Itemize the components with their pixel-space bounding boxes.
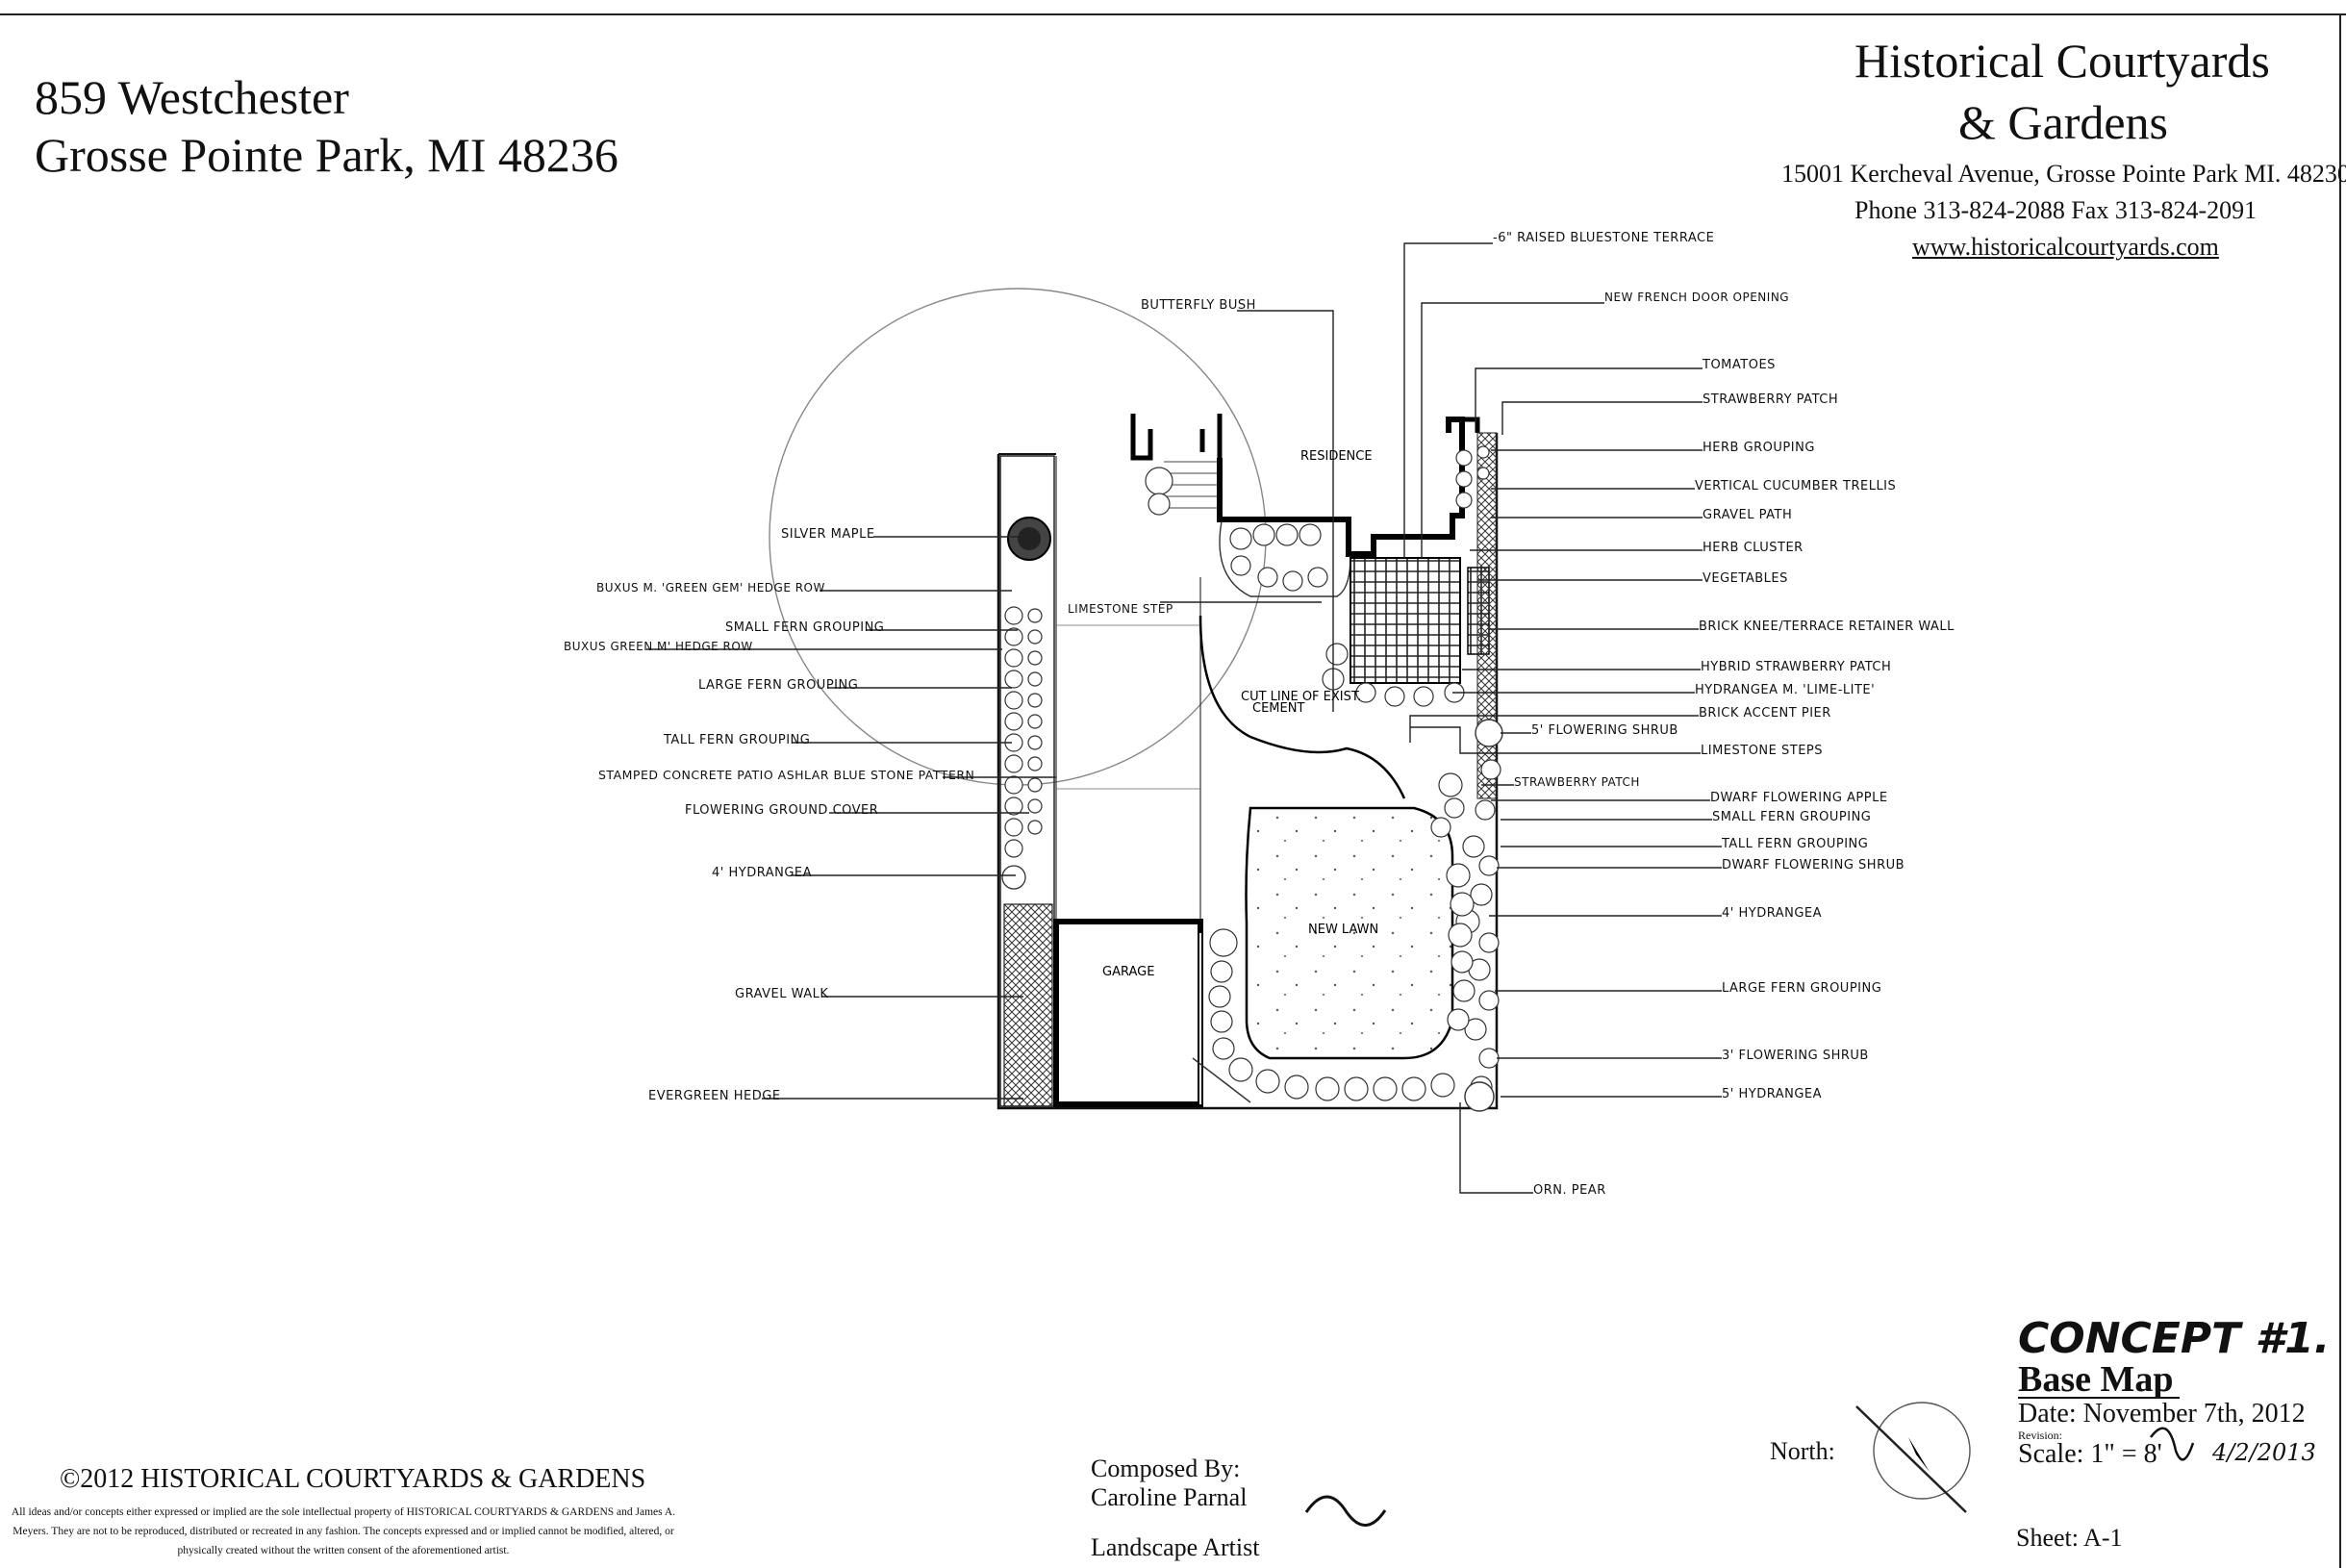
north-label: North: xyxy=(1770,1437,1835,1465)
label-small-fern-left: SMALL FERN GROUPING xyxy=(725,620,885,635)
label-gravel-path: GRAVEL PATH xyxy=(1703,508,1793,522)
lawn-border-plants xyxy=(1208,772,1476,1101)
leader-lines-top xyxy=(1160,242,1604,712)
garage-outline xyxy=(1053,919,1203,1107)
label-dwarf-flowering-apple: DWARF FLOWERING APPLE xyxy=(1710,791,1888,805)
label-strawberry-patch: STRAWBERRY PATCH xyxy=(1703,392,1839,407)
label-small-fern-right: SMALL FERN GROUPING xyxy=(1712,810,1872,824)
label-orn-pear: ORN. PEAR xyxy=(1533,1183,1606,1198)
label-strawberry-patch-2: STRAWBERRY PATCH xyxy=(1514,775,1640,789)
sheet-name: Base Map xyxy=(2018,1359,2174,1400)
label-brick-accent-pier: BRICK ACCENT PIER xyxy=(1699,706,1831,721)
hydrangea-symbol xyxy=(1001,865,1026,890)
sheet-border-right xyxy=(2339,13,2341,1568)
residence-bed-plants xyxy=(1229,523,1328,592)
company-name-line2: & Gardens xyxy=(1958,95,2168,149)
label-flowering-ground-cover: FLOWERING GROUND COVER xyxy=(685,803,879,818)
sheet-date: Date: November 7th, 2012 xyxy=(2018,1399,2306,1429)
revision-signature-mark xyxy=(2150,1427,2195,1461)
label-4ft-hydrangea-right: 4' HYDRANGEA xyxy=(1722,906,1823,921)
label-silver-maple: SILVER MAPLE xyxy=(781,527,875,542)
sheet-scale: Scale: 1" = 8' xyxy=(2018,1439,2162,1469)
revision-date: 4/2/2013 xyxy=(2212,1439,2316,1466)
label-3ft-flowering-shrub: 3' FLOWERING SHRUB xyxy=(1722,1049,1869,1063)
company-name-line1: Historical Courtyards xyxy=(1854,34,2270,88)
composed-by-label: Composed By: xyxy=(1091,1454,1241,1482)
bluestone-terrace xyxy=(1350,557,1461,684)
concept-title: CONCEPT #1. xyxy=(2018,1314,2331,1363)
label-5ft-flowering-shrub: 5' FLOWERING SHRUB xyxy=(1531,723,1678,738)
sheet-number: Sheet: A-1 xyxy=(2016,1524,2123,1552)
label-tomatoes: TOMATOES xyxy=(1703,358,1776,372)
copyright-notice: ©2012 HISTORICAL COURTYARDS & GARDENS xyxy=(60,1464,645,1495)
label-buxus-green-m: BUXUS GREEN M' HEDGE ROW xyxy=(564,640,753,653)
company-website[interactable]: www.historicalcourtyards.com xyxy=(1912,233,2219,261)
patio-curve-edge xyxy=(1198,615,1406,799)
label-tall-fern-right: TALL FERN GROUPING xyxy=(1722,837,1869,851)
leader-lines-right xyxy=(1409,367,1722,1194)
label-evergreen-hedge: EVERGREEN HEDGE xyxy=(648,1089,781,1103)
label-large-fern-right: LARGE FERN GROUPING xyxy=(1722,981,1882,996)
left-hedge-row xyxy=(1004,606,1043,858)
sheet-name-underline xyxy=(2018,1397,2180,1399)
revision-label: Revision: xyxy=(2018,1429,2063,1442)
label-4ft-hydrangea-left: 4' HYDRANGEA xyxy=(712,866,813,880)
label-cucumber-trellis: VERTICAL CUCUMBER TRELLIS xyxy=(1695,479,1897,493)
new-lawn xyxy=(1245,806,1454,1060)
leader-lines-left xyxy=(646,536,1056,1100)
cut-line-label-2: CEMENT xyxy=(1252,701,1304,716)
label-large-fern-left: LARGE FERN GROUPING xyxy=(698,678,859,693)
label-french-door: NEW FRENCH DOOR OPENING xyxy=(1604,291,1790,304)
legal-disclaimer: All ideas and/or concepts either express… xyxy=(11,1506,676,1556)
garage-label: GARAGE xyxy=(1102,965,1154,979)
label-hydrangea-lime-lite: HYDRANGEA M. 'LIME-LITE' xyxy=(1695,683,1876,697)
company-phone-fax: Phone 313-824-2088 Fax 313-824-2091 xyxy=(1854,196,2258,224)
lawn-label: NEW LAWN xyxy=(1308,923,1378,937)
label-tall-fern-left: TALL FERN GROUPING xyxy=(664,733,811,747)
label-raised-bluestone-terrace: -6" RAISED BLUESTONE TERRACE xyxy=(1493,231,1715,245)
label-hybrid-strawberry: HYBRID STRAWBERRY PATCH xyxy=(1701,660,1892,674)
residence-label: RESIDENCE xyxy=(1300,449,1373,464)
property-address-line2: Grosse Pointe Park, MI 48236 xyxy=(35,128,618,182)
sheet-border-top xyxy=(0,13,2346,15)
label-butterfly-bush: BUTTERFLY BUSH xyxy=(1141,298,1256,313)
composer-signature xyxy=(1304,1495,1387,1527)
label-brick-knee-wall: BRICK KNEE/TERRACE RETAINER WALL xyxy=(1699,620,1955,634)
label-herb-grouping: HERB GROUPING xyxy=(1703,441,1815,455)
company-address: 15001 Kercheval Avenue, Grosse Pointe Pa… xyxy=(1781,160,2346,188)
property-address-line1: 859 Westchester xyxy=(35,70,349,124)
label-limestone-steps: LIMESTONE STEPS xyxy=(1701,744,1824,758)
gravel-walk-hatch xyxy=(1003,903,1053,1107)
north-arrow xyxy=(1855,1405,1967,1513)
composer-name: Caroline Parnal xyxy=(1091,1483,1248,1511)
label-buxus-green-gem: BUXUS M. 'GREEN GEM' HEDGE ROW xyxy=(596,581,825,594)
label-5ft-hydrangea: 5' HYDRANGEA xyxy=(1722,1087,1823,1101)
label-gravel-walk: GRAVEL WALK xyxy=(735,987,829,1001)
compass-circle xyxy=(1873,1402,1971,1500)
copyright-text: ©2012 HISTORICAL COURTYARDS & GARDENS xyxy=(60,1464,646,1494)
label-limestone-step: LIMESTONE STEP xyxy=(1068,602,1173,616)
cut-line-label: CUT LINE OF EXIST. xyxy=(1241,690,1361,704)
label-stamped-concrete: STAMPED CONCRETE PATIO ASHLAR BLUE STONE… xyxy=(598,768,975,782)
composer-role: Landscape Artist xyxy=(1091,1533,1260,1561)
label-dwarf-flowering-shrub: DWARF FLOWERING SHRUB xyxy=(1722,858,1905,873)
label-herb-cluster: HERB CLUSTER xyxy=(1703,541,1804,555)
label-vegetables: VEGETABLES xyxy=(1703,571,1788,586)
